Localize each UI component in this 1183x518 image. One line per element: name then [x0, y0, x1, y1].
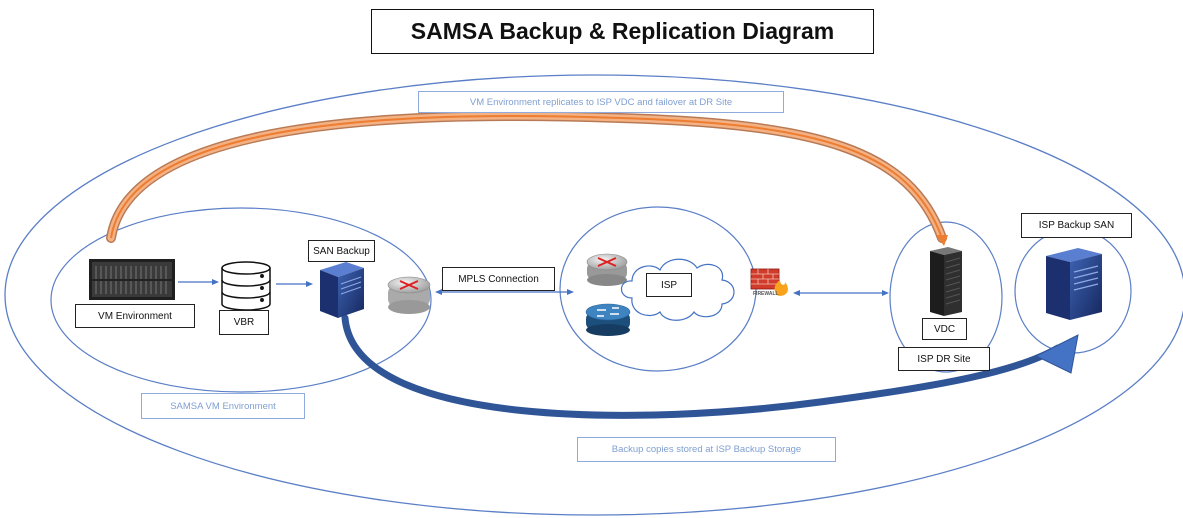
isp-router-icon — [586, 253, 628, 286]
edge-router-icon — [387, 276, 431, 314]
backup-copies-note: Backup copies stored at ISP Backup Stora… — [577, 437, 836, 462]
firewall-label: FIREWALL — [753, 291, 779, 297]
isp-switch-icon — [585, 303, 631, 336]
outer-boundary-ellipse — [4, 74, 1183, 516]
san-backup-server-icon — [320, 262, 364, 318]
isp-dr-site-circle — [889, 221, 1003, 373]
replication-arc — [106, 110, 947, 243]
vbr-label: VBR — [219, 310, 269, 335]
isp-dr-site-label: ISP DR Site — [898, 347, 990, 371]
vm-server-icon — [89, 259, 175, 300]
vm-environment-label: VM Environment — [75, 304, 195, 328]
samsa-vm-environment-label: SAMSA VM Environment — [141, 393, 305, 419]
samsa-vm-environment-circle — [50, 207, 432, 393]
backup-arrowhead — [1034, 334, 1079, 374]
diagram-title: SAMSA Backup & Replication Diagram — [371, 9, 874, 54]
replication-arrowhead — [936, 235, 948, 246]
san-backup-label: SAN Backup — [308, 240, 375, 262]
vdc-label: VDC — [922, 318, 967, 340]
isp-backup-san-label: ISP Backup SAN — [1021, 213, 1132, 238]
mpls-connection-label: MPLS Connection — [442, 267, 555, 291]
isp-label: ISP — [646, 273, 692, 297]
backup-arc — [341, 314, 1062, 419]
firewall-icon — [750, 268, 788, 296]
vdc-tower-icon — [930, 247, 962, 316]
vbr-database-icon — [221, 261, 271, 311]
isp-backup-san-server-icon — [1046, 248, 1102, 320]
replication-note: VM Environment replicates to ISP VDC and… — [418, 91, 784, 113]
